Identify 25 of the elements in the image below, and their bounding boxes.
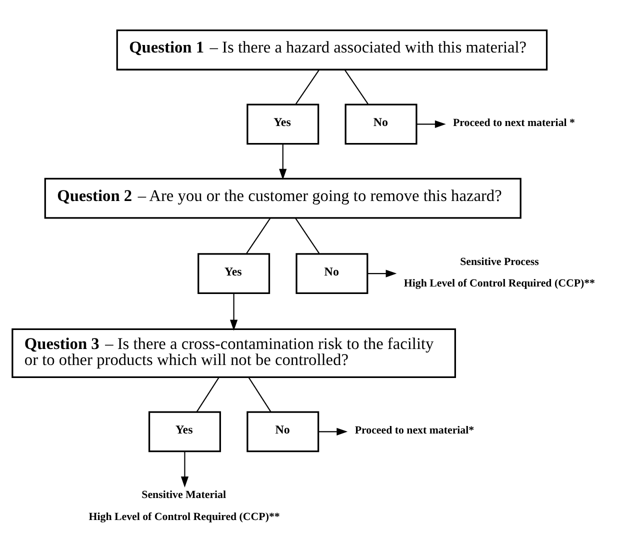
connector [295, 69, 320, 104]
node-text: Proceed to next material * [452, 116, 575, 128]
node-box: Yes [198, 252, 270, 294]
arrow [318, 427, 348, 435]
node-text: Proceed to next material* [354, 424, 474, 436]
node-box: Yes [246, 103, 320, 144]
node-box: Yes [148, 410, 221, 452]
node-box: Question 2 – Are you or the customer going to remove this hazard? [44, 177, 522, 218]
arrow [230, 292, 238, 330]
arrow [180, 451, 189, 487]
connector [248, 376, 272, 412]
node-text: Sensitive Material High Level of Control Required (CCP)** [88, 488, 280, 523]
connector [196, 376, 220, 412]
node-box: Question 3 – Is there a cross-contamination risk to the facility or to other products which will not be controlled? [12, 328, 456, 378]
node-box: Question 1 – Is there a hazard associated with this material? [116, 29, 548, 70]
arrow [279, 144, 287, 180]
connector [295, 217, 320, 254]
node-box: No [296, 252, 368, 294]
node-text: Sensitive Process High Level of Control Required (CCP)** [404, 255, 596, 290]
arrow [416, 120, 446, 128]
node-box: No [344, 103, 418, 144]
arrow [368, 269, 397, 277]
node-box: No [246, 410, 320, 452]
connector [344, 69, 368, 104]
connector [246, 217, 271, 254]
